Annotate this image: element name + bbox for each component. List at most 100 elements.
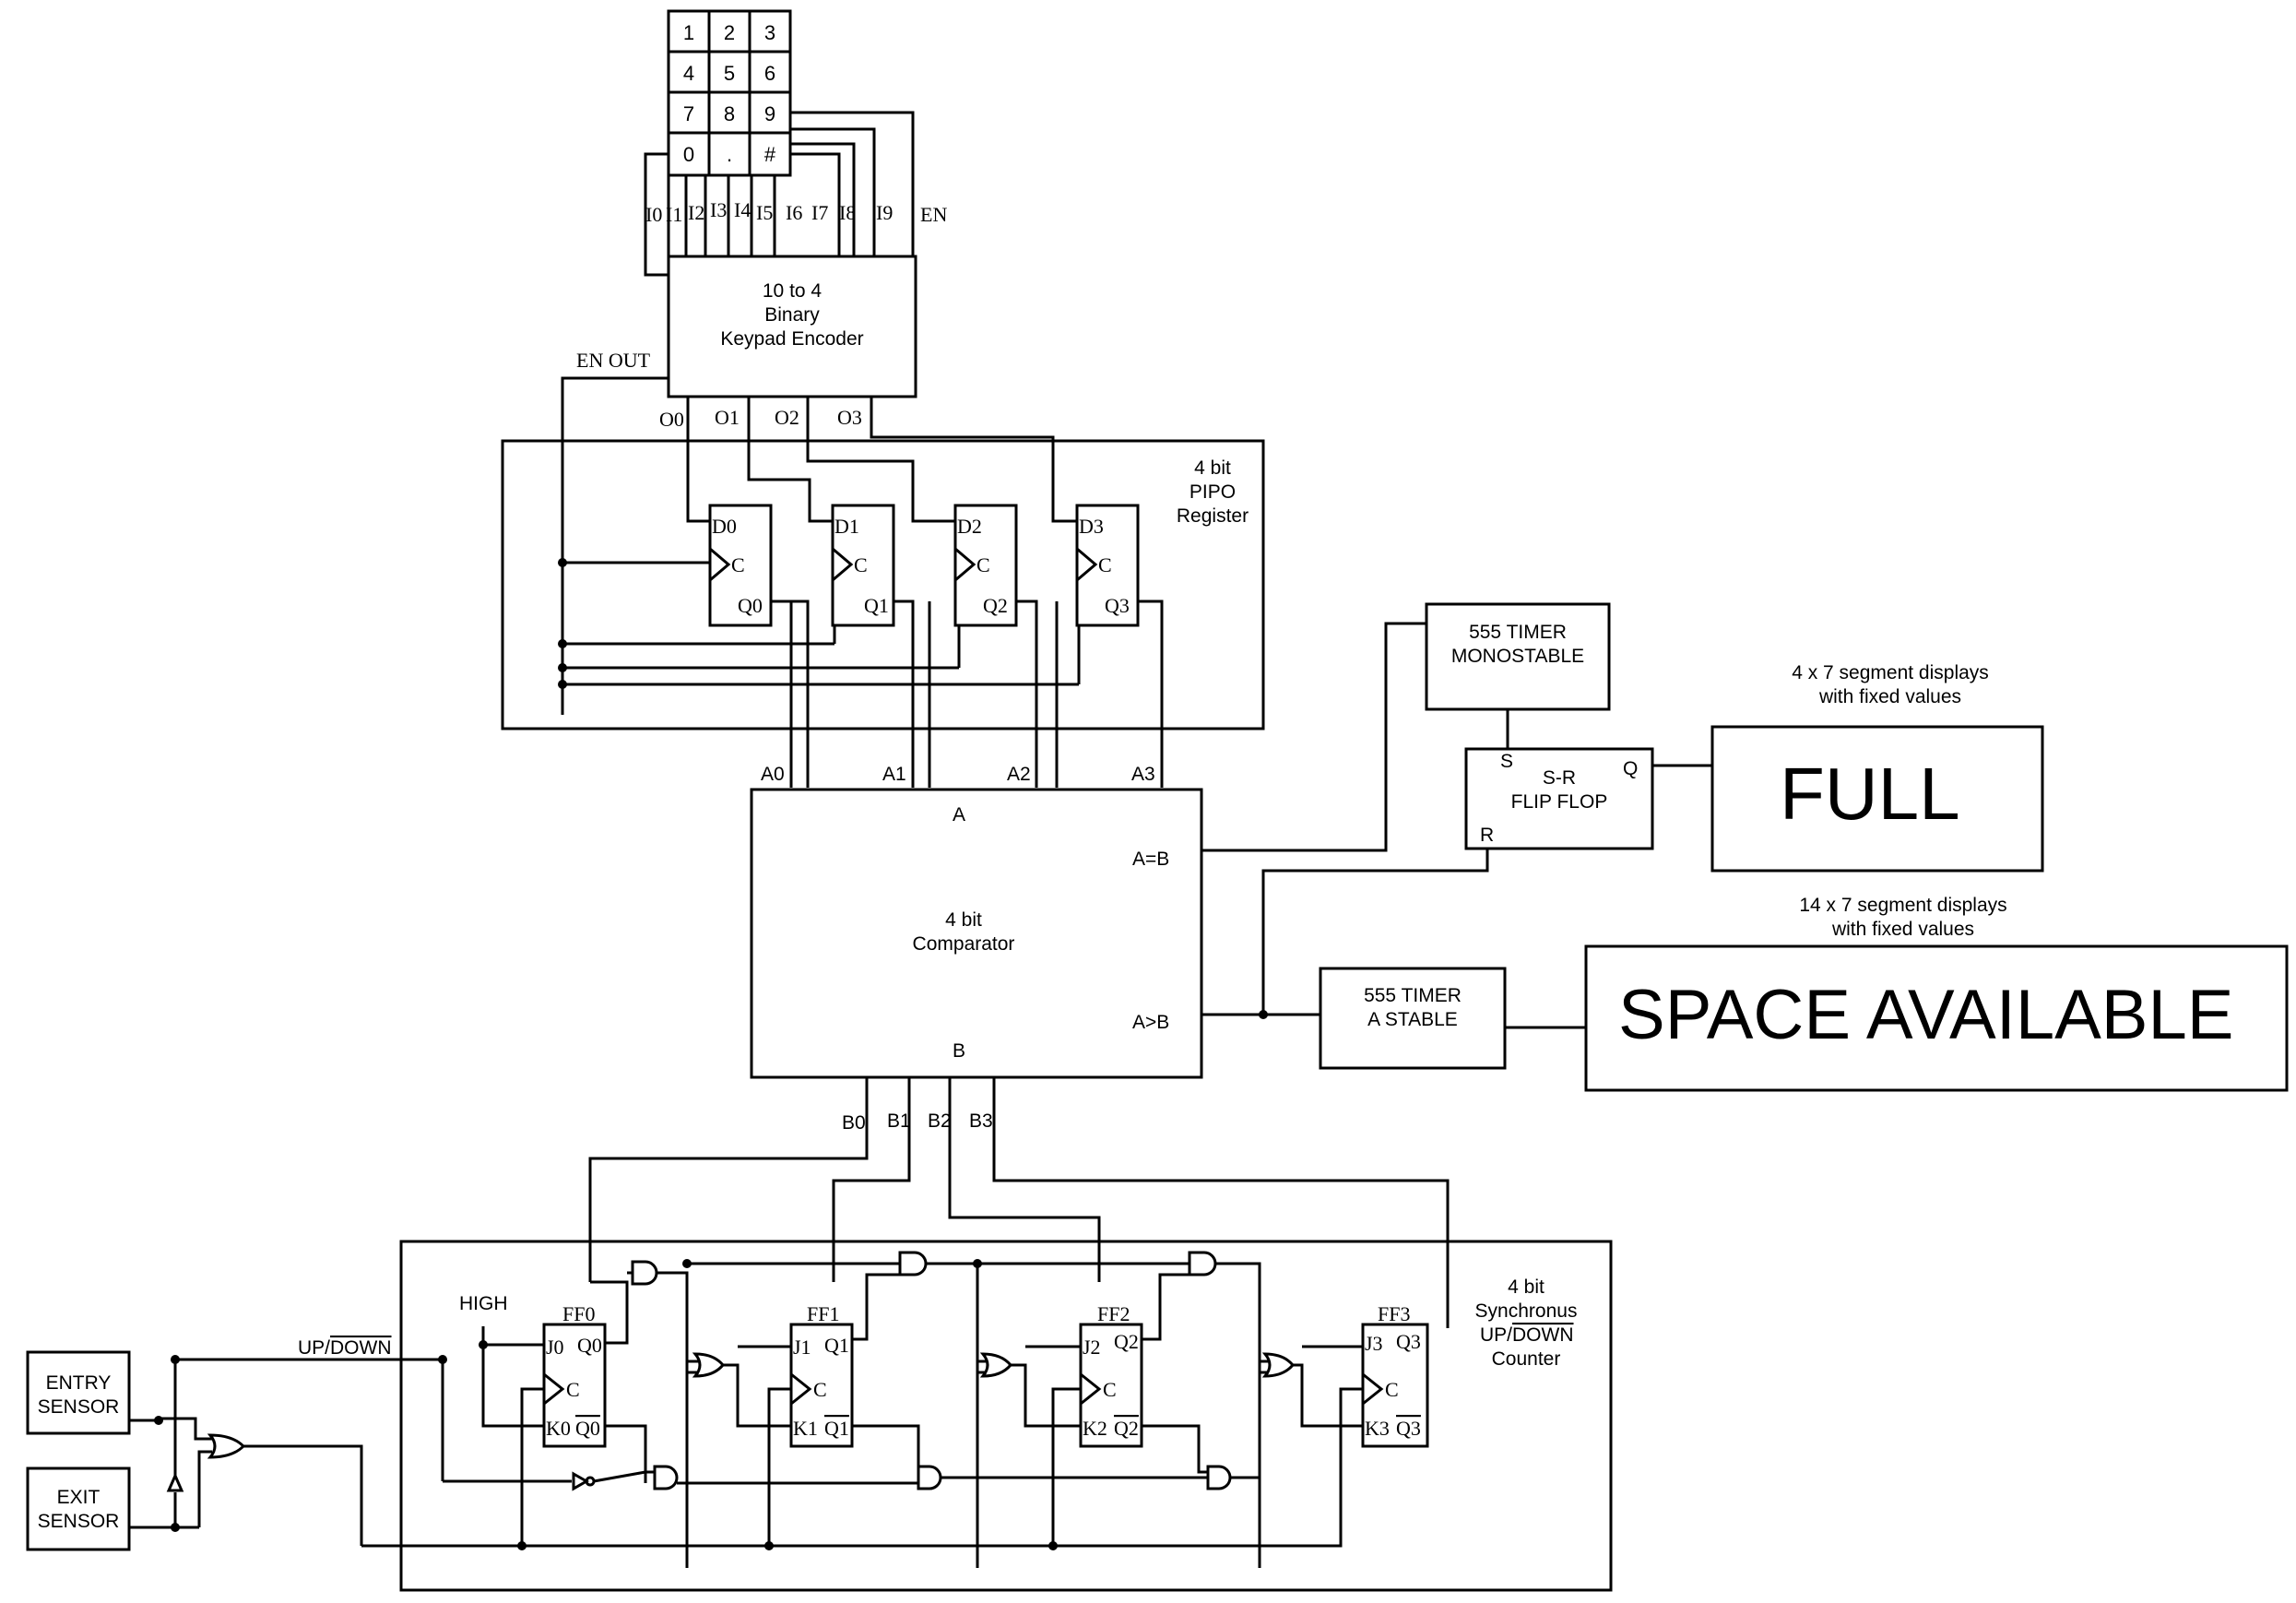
input-i7: I7 — [811, 201, 828, 224]
updown-up: UP/ — [298, 1337, 330, 1359]
register-title-2: PIPO — [1189, 481, 1236, 503]
key-2: 2 — [724, 21, 735, 44]
ff1-qbar: Q1 — [824, 1417, 849, 1440]
ff0-qbar: Q0 — [575, 1417, 600, 1440]
ff3-c: C — [1385, 1378, 1399, 1401]
d2-clock-label: C — [976, 553, 990, 576]
comparator-a2: A2 — [1007, 764, 1031, 785]
comparator-title-2: Comparator — [913, 933, 1015, 955]
comparator-eq-label: A=B — [1132, 849, 1169, 870]
ff1-c: C — [813, 1378, 827, 1401]
comparator-title-1: 4 bit — [945, 909, 982, 931]
output-o0: O0 — [659, 408, 684, 431]
space-caption-1: 14 x 7 segment displays — [1799, 895, 2006, 916]
key-dot: . — [727, 143, 732, 166]
counter-title-1: 4 bit — [1508, 1276, 1544, 1298]
output-o3: O3 — [837, 406, 862, 429]
comparator-a0: A0 — [761, 764, 785, 785]
pipo-register: 4 bit PIPO Register — [501, 439, 1265, 730]
keypad-encoder: 10 to 4 Binary Keypad Encoder — [667, 255, 917, 398]
key-6: 6 — [764, 62, 775, 85]
space-available-text: SPACE AVAILABLE — [1618, 976, 2233, 1054]
entry-sensor: ENTRY SENSOR — [26, 1350, 131, 1435]
ff2-k: K2 — [1083, 1417, 1107, 1440]
counter-internal-wires — [361, 1251, 1363, 1568]
input-i0: I0 — [645, 203, 662, 226]
input-i5: I5 — [756, 201, 773, 224]
comparator-b3: B3 — [969, 1110, 993, 1132]
input-i4: I4 — [734, 198, 751, 221]
d-flipflop-2: D2 C Q2 — [953, 504, 1018, 627]
ff1-q: Q1 — [824, 1334, 849, 1357]
input-i1: I1 — [666, 203, 682, 226]
d-flipflop-1: D1 C Q1 — [831, 504, 895, 627]
ff3-qbar: Q3 — [1396, 1417, 1421, 1440]
space-caption-2: with fixed values — [1831, 919, 1974, 940]
ff0-name: FF0 — [562, 1302, 595, 1325]
comparator-b-label: B — [953, 1040, 965, 1062]
comparator-a3: A3 — [1131, 764, 1155, 785]
ff3-name: FF3 — [1378, 1302, 1410, 1325]
key-7: 7 — [683, 102, 694, 125]
input-i2: I2 — [688, 201, 704, 224]
d1-clock-label: C — [854, 553, 868, 576]
keypad-encoder-wires — [644, 111, 915, 277]
ff0-k: K0 — [546, 1417, 571, 1440]
key-1: 1 — [683, 21, 694, 44]
ff2-qbar: Q2 — [1114, 1417, 1139, 1440]
counter-to-comparator-wires — [588, 1077, 1450, 1328]
jk-flipflop-0: FF0 J0 Q0 C K0 Q0 — [542, 1302, 607, 1448]
q2-label: Q2 — [983, 594, 1008, 617]
updown-down: DOWN — [330, 1337, 392, 1359]
q0-label: Q0 — [738, 594, 763, 617]
q3-label: Q3 — [1105, 594, 1130, 617]
comparator-b0: B0 — [842, 1112, 866, 1134]
ff2-j: J2 — [1083, 1336, 1101, 1359]
d2-label: D2 — [957, 515, 982, 538]
updown-label: UP/ DOWN — [298, 1337, 392, 1359]
updown-counter: 4 bit Synchronus UP/ DOWN Counter — [399, 1240, 1613, 1592]
ff1-k: K1 — [793, 1417, 818, 1440]
keypad: 1 2 3 4 5 6 7 8 9 0 . # — [667, 9, 792, 177]
key-4: 4 — [683, 62, 694, 85]
encoder-title-3: Keypad Encoder — [720, 328, 863, 350]
ff1-name: FF1 — [807, 1302, 839, 1325]
full-caption-2: with fixed values — [1818, 686, 1961, 707]
input-en: EN — [920, 203, 947, 226]
key-3: 3 — [764, 21, 775, 44]
input-i9: I9 — [876, 201, 893, 224]
counter-title-4: Counter — [1492, 1348, 1561, 1370]
comparator-output-wires — [1201, 622, 1712, 1029]
register-to-comparator-wires — [771, 600, 1164, 788]
ff3-j: J3 — [1365, 1332, 1383, 1355]
monostable-line-2: MONOSTABLE — [1451, 646, 1584, 667]
srff-s-label: S — [1500, 751, 1513, 772]
input-i6: I6 — [786, 201, 802, 224]
en-out-label: EN OUT — [576, 349, 651, 372]
key-hash: # — [764, 143, 776, 166]
ff2-q: Q2 — [1114, 1330, 1139, 1353]
counter-title-up: UP/ — [1480, 1324, 1512, 1346]
exit-line-2: SENSOR — [38, 1511, 120, 1532]
ff3-k: K3 — [1365, 1417, 1390, 1440]
d1-label: D1 — [834, 515, 859, 538]
key-0: 0 — [683, 143, 694, 166]
key-9: 9 — [764, 102, 775, 125]
key-5: 5 — [724, 62, 735, 85]
full-text: FULL — [1780, 753, 1960, 835]
ff0-q: Q0 — [577, 1334, 602, 1357]
sr-flipflop: S-R FLIP FLOP S R Q — [1464, 747, 1654, 850]
exit-sensor: EXIT SENSOR — [26, 1466, 131, 1551]
encoder-title-1: 10 to 4 — [763, 280, 823, 302]
key-8: 8 — [724, 102, 735, 125]
comparator: A B 4 bit Comparator A=B A>B A0 A1 A2 A3… — [750, 764, 1203, 1134]
sensor-wires — [129, 1355, 443, 1546]
d-flipflop-3: D3 C Q3 — [1075, 504, 1140, 627]
d3-label: D3 — [1079, 515, 1104, 538]
register-title-1: 4 bit — [1194, 457, 1231, 479]
d3-clock-label: C — [1098, 553, 1112, 576]
encoder-title-2: Binary — [764, 304, 820, 326]
input-i8: I8 — [839, 201, 856, 224]
jk-flipflop-1: FF1 J1 Q1 C K1 Q1 — [789, 1302, 854, 1448]
